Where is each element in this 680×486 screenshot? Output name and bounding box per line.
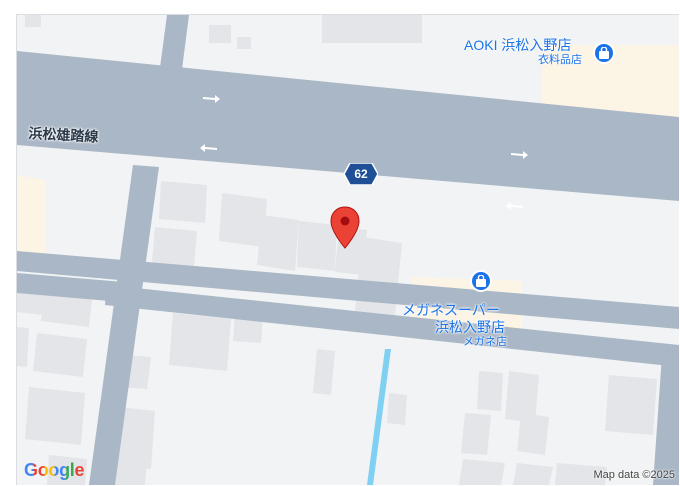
- map-viewport[interactable]: 浜松雄踏線 62 AOKI 浜松入野店 衣料品店 メガネスーパー 浜松入野店 メ…: [16, 14, 679, 485]
- building: [297, 221, 337, 271]
- building: [517, 413, 549, 455]
- poi-megane-name-line1[interactable]: メガネスーパー: [402, 302, 500, 318]
- direction-arrow: [203, 95, 220, 103]
- google-logo: Google: [24, 460, 85, 481]
- building: [209, 25, 231, 43]
- secondary-road: [17, 251, 679, 329]
- building: [505, 371, 539, 423]
- building: [555, 463, 607, 485]
- direction-arrow: [200, 144, 217, 152]
- side-road: [105, 285, 679, 367]
- side-road: [17, 273, 135, 303]
- building: [17, 327, 29, 367]
- building: [477, 371, 503, 411]
- building: [33, 333, 87, 377]
- shopping-bag-icon[interactable]: [470, 270, 492, 292]
- road-name-label: 浜松雄踏線: [28, 124, 99, 145]
- route-shield: 62: [343, 162, 379, 186]
- building: [461, 413, 491, 455]
- building: [322, 15, 422, 43]
- building: [219, 193, 267, 247]
- building: [169, 313, 231, 371]
- side-road: [89, 165, 159, 485]
- poi-aoki-category: 衣料品店: [538, 54, 582, 66]
- building: [159, 181, 207, 223]
- building: [257, 215, 299, 271]
- building: [117, 407, 155, 469]
- building: [387, 393, 407, 425]
- building: [25, 15, 41, 27]
- building: [459, 459, 505, 485]
- direction-arrow: [506, 202, 523, 210]
- route-number: 62: [354, 167, 368, 181]
- main-road: [17, 51, 679, 201]
- poi-aoki-name[interactable]: AOKI 浜松入野店: [464, 37, 572, 53]
- building: [237, 37, 251, 49]
- side-road: [159, 15, 189, 77]
- direction-arrow: [511, 151, 528, 159]
- building: [47, 455, 87, 485]
- google-logo-text: Google: [24, 460, 85, 480]
- shopping-bag-icon[interactable]: [593, 42, 615, 64]
- building: [605, 375, 657, 435]
- commercial-area: [17, 175, 45, 255]
- building: [25, 387, 85, 445]
- poi-megane-category: メガネ店: [463, 336, 507, 348]
- building: [313, 349, 335, 395]
- map-attribution[interactable]: Map data ©2025: [593, 469, 676, 481]
- poi-megane-name-line2[interactable]: 浜松入野店: [435, 319, 505, 335]
- map-canvas[interactable]: [17, 15, 679, 485]
- location-pin-icon[interactable]: [330, 206, 360, 250]
- waterway: [367, 349, 391, 485]
- side-road: [653, 355, 679, 485]
- building: [513, 463, 553, 485]
